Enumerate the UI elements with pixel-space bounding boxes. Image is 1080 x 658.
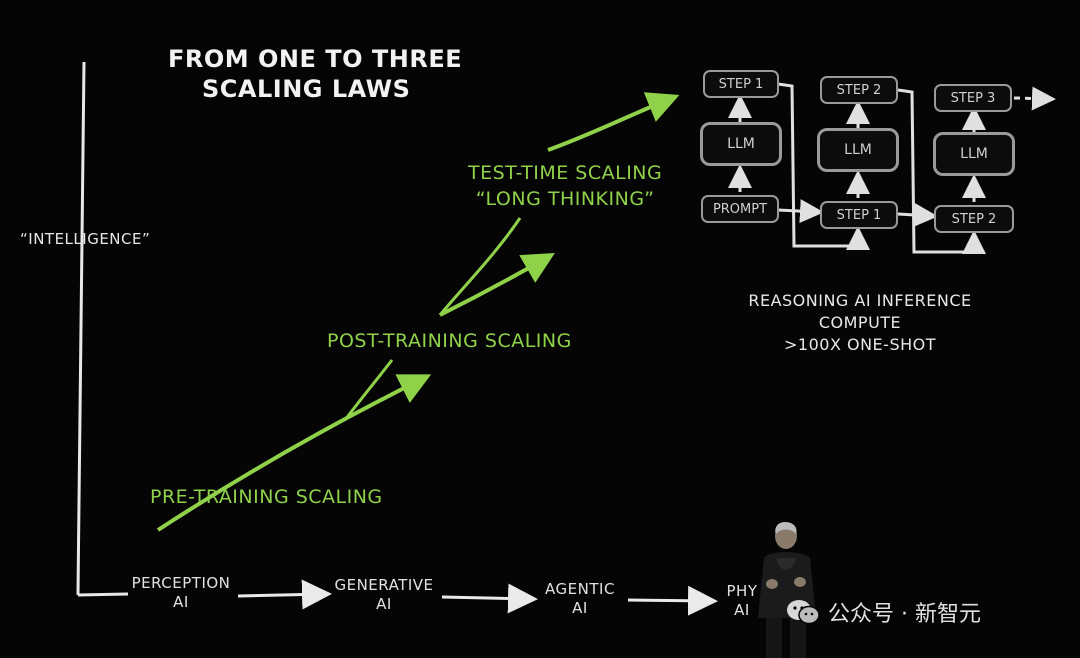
x-axis-line (77, 592, 129, 597)
y-axis-line (76, 61, 86, 596)
test-time-line-1: TEST-TIME SCALING (468, 162, 663, 184)
flow-step1-loop (777, 82, 870, 250)
era-agentic-line-1: AGENTIC (545, 580, 615, 598)
era-physical-line-1: PHY (726, 582, 758, 600)
era-agentic-ai: AGENTIC AI (530, 580, 630, 618)
era-arrow-2 (441, 583, 538, 614)
flow-col2-step: STEP 2 (820, 76, 898, 104)
era-perception-line-1: PERCEPTION (131, 574, 231, 592)
pre-training-scaling-label: PRE-TRAINING SCALING (150, 486, 383, 508)
flow-col1-step: STEP 1 (703, 70, 779, 98)
flow-col2-llm: LLM (817, 128, 899, 172)
flow-col1-prompt: PROMPT (701, 195, 779, 223)
era-physical-line-2: AI (734, 601, 750, 619)
flow-step3-continue (1013, 86, 1056, 111)
title-line-1: FROM ONE TO THREE (168, 45, 463, 73)
presenter-figure (758, 522, 816, 658)
era-physical-ai: PHY AI (712, 582, 772, 620)
test-time-line-2: “LONG THINKING” (475, 188, 655, 210)
y-axis-label: “INTELLIGENCE” (20, 230, 151, 248)
watermark-text: 公众号 · 新智元 (828, 602, 981, 627)
era-generative-line-2: AI (376, 595, 392, 613)
wechat-icon (787, 600, 820, 625)
post-training-arrow (439, 253, 555, 317)
flow-col3-input: STEP 2 (934, 205, 1014, 233)
post-training-scaling-label: POST-TRAINING SCALING (327, 330, 572, 352)
flow-col3-step: STEP 3 (934, 84, 1012, 112)
reasoning-caption-line-1: REASONING AI INFERENCE (748, 291, 972, 310)
slide-title: FROM ONE TO THREE SCALING LAWS (168, 44, 462, 104)
watermark: 公众号 · 新智元 (786, 596, 981, 628)
reasoning-caption-line-2: COMPUTE (818, 313, 902, 332)
era-generative-line-1: GENERATIVE (334, 576, 434, 594)
era-arrow-3 (627, 585, 718, 616)
test-time-stem (438, 217, 522, 316)
era-perception-line-2: AI (173, 593, 189, 611)
era-generative-ai: GENERATIVE AI (325, 576, 443, 614)
flow-step2-loop (897, 88, 986, 254)
pre-training-arrow (156, 374, 432, 532)
era-arrow-1 (237, 579, 332, 610)
flow-col3-llm: LLM (933, 132, 1015, 176)
test-time-scaling-label: TEST-TIME SCALING “LONG THINKING” (468, 160, 662, 212)
title-line-2: SCALING LAWS (202, 75, 411, 103)
test-time-arrow (547, 92, 680, 152)
flow-col1-llm: LLM (700, 122, 782, 166)
reasoning-caption: REASONING AI INFERENCE COMPUTE >100X ONE… (740, 290, 980, 356)
reasoning-caption-line-3: >100X ONE-SHOT (784, 335, 936, 354)
flow-col2-input: STEP 1 (820, 201, 898, 229)
post-training-stem (343, 359, 394, 421)
era-perception-ai: PERCEPTION AI (122, 574, 240, 612)
era-agentic-line-2: AI (572, 599, 588, 617)
flow-prompt-to-step1b (777, 199, 824, 224)
